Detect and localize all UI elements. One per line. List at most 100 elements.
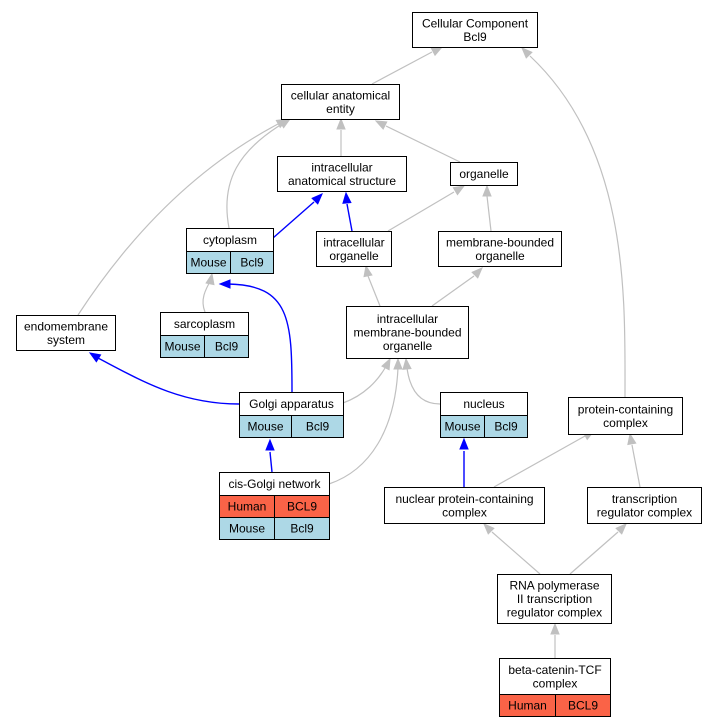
edge-line [367,275,381,307]
arrowhead [381,357,391,371]
edge-line [491,531,541,575]
arrowhead [459,437,469,450]
edge-line [342,367,386,404]
edge-io-to-ias [342,191,353,232]
node-label: intracellular [323,235,384,249]
node-box [346,306,469,359]
node-label: Golgi apparatus [249,397,334,411]
edge-imbo-to-io [363,264,381,307]
edge-golgi-to-endomembrane [88,352,240,405]
arrowhead [88,352,102,363]
node-label: protein-containing [578,402,673,416]
organism-label: Mouse [164,340,200,354]
node-label: intracellular [377,312,438,326]
edge-line [387,191,455,232]
node-label: complex [442,505,487,519]
edge-line [406,367,441,405]
gene-cell [230,251,274,274]
edge-line [272,201,315,239]
organism-label: Mouse [190,256,226,270]
edge-line [569,531,619,575]
node-label: RNA polymerase [509,579,599,593]
arrowhead [363,264,373,278]
node-label: regulator complex [507,606,602,620]
node-label: organelle [459,167,509,181]
node-label: sarcoplasm [174,317,235,331]
arrowhead [311,193,323,205]
arrowhead [336,117,346,130]
edge-line [346,203,353,232]
node-label: entity [326,102,355,116]
edge-line [385,125,461,163]
node-label: Cellular Component [422,16,529,30]
arrowhead [265,438,275,451]
node-box [277,156,407,192]
arrowhead [374,120,388,130]
arrowhead [471,267,483,279]
node-box [384,487,545,524]
organism-label: Human [508,699,547,713]
edge-line [227,283,293,393]
gene-label: Bcl9 [290,522,314,536]
node-label: nuclear protein-containing [395,492,533,506]
edge-sarcoplasm-to-cytoplasm [202,272,215,313]
edge-line [529,55,626,398]
edge-mbo-to-organelle [482,184,492,232]
node-label: endomembrane [24,319,108,333]
node-label: membrane-bounded [446,235,554,249]
node-box [16,315,116,351]
node-box [438,231,562,267]
arrowhead [482,184,492,197]
edge-golgi-to-imbo [342,357,391,404]
node-box [450,162,518,186]
edge-cisgolgi-to-imbo [328,357,403,485]
gene-label: Bcl9 [306,420,330,434]
arrowhead [430,46,444,57]
arrowhead [521,47,533,59]
organism-label: Mouse [247,420,283,434]
node-label: intracellular [311,160,372,174]
gene-label: Bcl9 [240,256,264,270]
edge-rna-to-npcc [483,523,541,575]
node-box [568,397,683,435]
edges-layer [77,46,641,658]
gene-cell [555,694,611,717]
node-box [281,84,400,120]
gene-label: BCL9 [568,699,598,713]
gene-label: Bcl9 [215,340,239,354]
node-box [499,658,611,695]
edge-line [226,123,283,229]
arrowhead [452,185,466,196]
gene-label: Bcl9 [494,420,518,434]
node-label: beta-catenin-TCF [508,663,601,677]
edge-organelle-to-cae [374,120,461,163]
arrowhead [218,279,231,289]
edge-rna-to-trc [569,523,627,575]
node-organelle[interactable]: organelle [450,162,518,186]
edge-nucleus-to-imbo [402,357,441,405]
organism-label: Mouse [444,420,480,434]
node-label: membrane-bounded [353,326,461,340]
edge-io-to-organelle [387,185,466,232]
edge-pcc-to-cc [521,47,626,398]
arrowhead [550,622,560,635]
edge-cae-to-cc [371,46,444,85]
